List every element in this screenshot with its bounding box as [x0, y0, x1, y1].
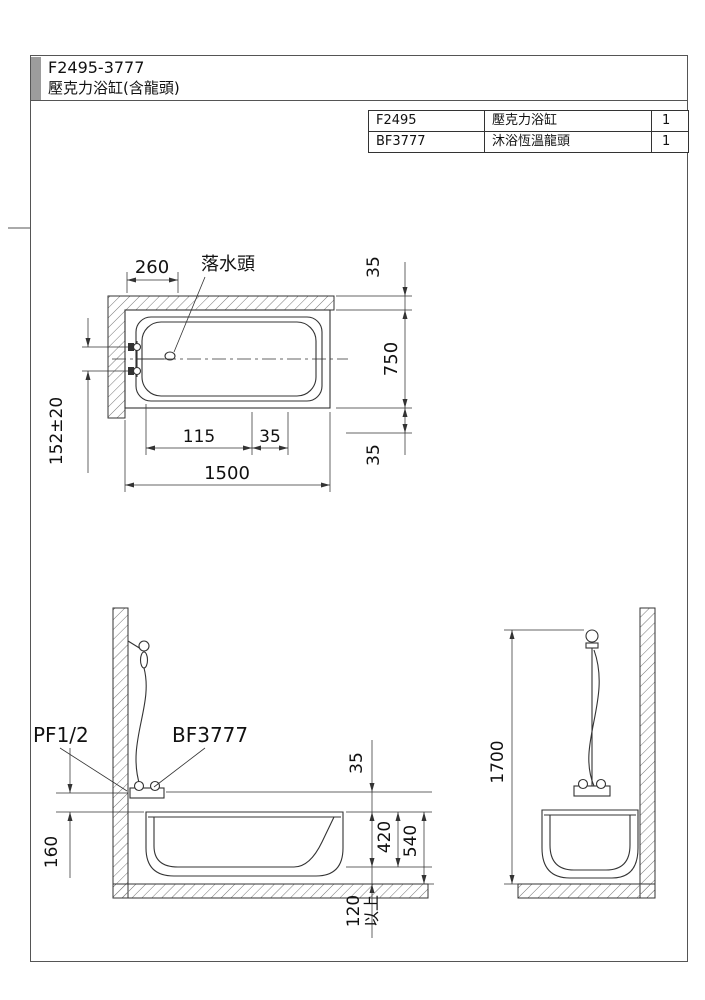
part-qty: 1: [651, 132, 686, 152]
titleblock-accent-bar: [31, 57, 41, 100]
end-floor-hatch: [517, 883, 656, 899]
drawing-product-name: 壓克力浴缸(含龍頭): [48, 79, 180, 97]
faucet-end: [573, 778, 611, 797]
dim-35-h-label: 35: [259, 427, 281, 447]
drain-symbol: [164, 351, 176, 361]
part-name: 沐浴恆溫龍頭: [484, 132, 651, 152]
drain-leader-line: [173, 276, 206, 353]
dim-35-bottom-label: 35: [364, 444, 384, 466]
front-wall-hatch: [112, 607, 129, 899]
dim-750-label: 750: [381, 342, 402, 376]
dim-540-label: 540: [401, 825, 421, 857]
top-view-dimension-arrows: [85, 277, 408, 488]
front-view-texts: PF1/2 BF3777 160 35 420 540 120 以上: [33, 723, 421, 927]
dim-1500-label: 1500: [204, 463, 250, 484]
dim-160-label: 160: [42, 836, 62, 868]
tub-bowl-end: [549, 815, 631, 871]
end-view-texts: 1700: [488, 740, 508, 783]
top-view: [107, 276, 348, 419]
sheet-frame: [8, 55, 688, 962]
dim-120-label: 120: [344, 895, 364, 927]
part-code: F2495: [376, 113, 417, 128]
dim-35-top-label: 35: [364, 256, 384, 278]
drain-label: 落水頭: [201, 254, 255, 275]
top-view-dimension-texts: 260 落水頭 35 750 35 152±20 115 35 1500: [47, 254, 402, 484]
end-wall-hatch: [639, 607, 656, 899]
dim-1700-label: 1700: [488, 740, 508, 783]
parts-table-row: F2495 壓克力浴缸 1: [369, 111, 688, 131]
parts-table-row: BF3777 沐浴恆溫龍頭 1: [369, 131, 688, 152]
dim-260-label: 260: [135, 257, 169, 278]
end-view-dimension-arrows: [509, 630, 515, 884]
front-floor-hatch: [112, 883, 429, 899]
handheld-shower: [127, 640, 150, 787]
shower-hose-end: [588, 649, 600, 787]
faucet-model-label: BF3777: [172, 723, 248, 747]
bf-leader-line: [153, 747, 206, 788]
shower-riser: [585, 629, 600, 787]
tub-profile-end: [541, 809, 639, 879]
sheet-border: [30, 55, 688, 962]
shower-hose: [135, 667, 147, 787]
front-view-dimension-arrows: [67, 783, 427, 893]
part-name: 壓克力浴缸: [484, 111, 651, 131]
part-code: BF3777: [376, 134, 426, 149]
faucet-front: [129, 780, 165, 799]
part-qty: 1: [651, 111, 686, 131]
drawing-model-number: F2495-3777: [48, 58, 145, 77]
dim-120-suffix-label: 以上: [362, 895, 381, 927]
dim-152-label: 152±20: [47, 397, 67, 465]
shower-head: [585, 629, 599, 643]
tub-bowl-front: [153, 816, 335, 868]
faucet-symbol-top: [128, 341, 164, 377]
supply-connection-label: PF1/2: [33, 723, 89, 747]
end-view: [517, 607, 656, 899]
dim-35-front-label: 35: [347, 752, 367, 774]
parts-table: F2495 壓克力浴缸 1 BF3777 沐浴恆溫龍頭 1: [368, 110, 689, 153]
end-view-dimension-lines: [504, 629, 584, 885]
front-view-dimension-lines: [56, 740, 434, 938]
dim-420-label: 420: [375, 821, 395, 853]
pf-leader-line: [59, 747, 128, 792]
dim-115-label: 115: [183, 427, 215, 447]
front-view: [59, 607, 429, 899]
tub-profile-front: [145, 811, 344, 877]
